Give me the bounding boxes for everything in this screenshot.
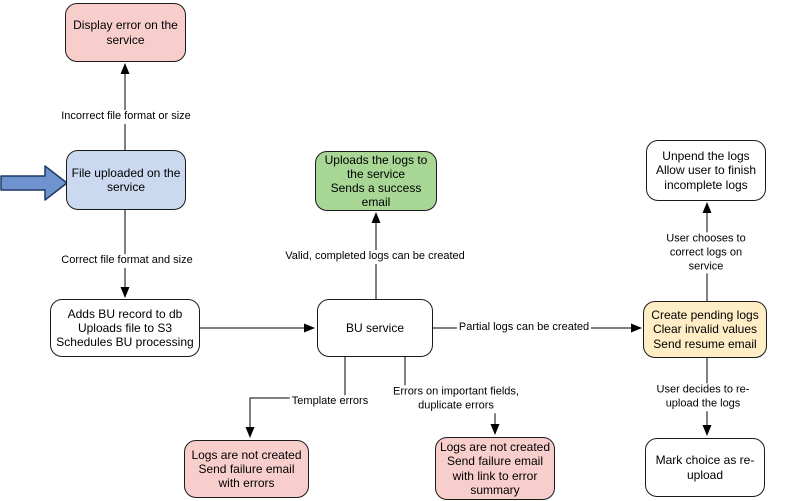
node-logs-failure-summary: Logs are not created Send failure email … (435, 437, 555, 500)
edge-label-partial-logs: Partial logs can be created (456, 321, 592, 335)
node-logs-failure-errors: Logs are not created Send failure email … (184, 440, 309, 498)
edge-label-important-errors: Errors on important fields, duplicate er… (391, 385, 521, 413)
node-mark-choice-reupload: Mark choice as re- upload (645, 438, 765, 497)
node-display-error: Display error on the service (65, 3, 186, 62)
edge-label-user-decides: User decides to re-upload the logs (654, 383, 752, 411)
thick-right-arrow-icon (0, 165, 68, 201)
edge-label-user-chooses: User chooses to correct logs on service (658, 232, 754, 274)
node-bu-service: BU service (317, 299, 433, 357)
node-adds-bu-record: Adds BU record to db Uploads file to S3 … (50, 299, 200, 357)
edge-label-valid-logs: Valid, completed logs can be created (283, 250, 467, 264)
node-uploads-logs-success: Uploads the logs to the service Sends a … (315, 151, 437, 211)
node-create-pending-logs: Create pending logs Clear invalid values… (643, 301, 767, 358)
edge-label-correct-format: Correct file format and size (59, 254, 195, 268)
node-unpend-logs: Unpend the logs Allow user to finish inc… (646, 140, 766, 201)
edge-label-template-errors: Template errors (289, 395, 371, 409)
edge-label-incorrect-format: Incorrect file format or size (59, 110, 193, 124)
node-file-uploaded: File uploaded on the service (66, 150, 186, 210)
